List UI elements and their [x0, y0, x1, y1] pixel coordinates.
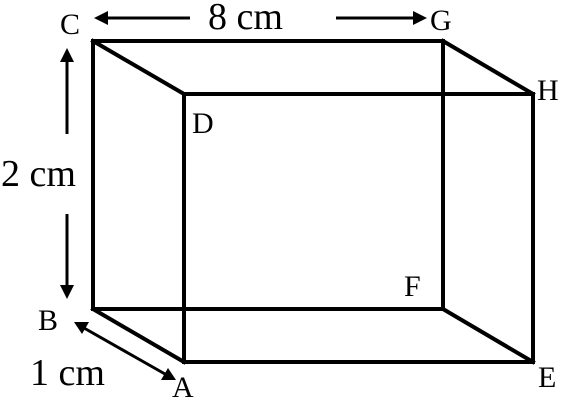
edge-cd [90, 38, 187, 97]
vertex-label-g: G [430, 4, 452, 37]
dimension-label-height: 2 cm [1, 153, 76, 195]
vertex-label-a: A [172, 371, 194, 400]
dimension-label-length: 8 cm [208, 0, 283, 38]
length-arrow-right-head [413, 11, 427, 25]
dimension-label-width: 1 cm [30, 352, 105, 394]
length-arrow-left-head [94, 11, 108, 25]
vertex-label-b: B [38, 304, 58, 337]
edge-gh [440, 38, 536, 97]
vertex-label-f: F [404, 270, 421, 303]
vertex-label-d: D [192, 107, 214, 140]
vertex-label-e: E [538, 361, 556, 394]
vertex-label-h: H [537, 74, 559, 107]
vertex-label-c: C [60, 8, 80, 41]
edge-fe [440, 306, 536, 365]
edge-ba [90, 306, 187, 365]
width-arrow-shaft [83, 326, 166, 376]
height-arrow-up-head [60, 48, 74, 62]
width-arrow-lower-head [161, 368, 176, 380]
width-arrow-upper-head [74, 322, 89, 334]
height-arrow-down-head [60, 285, 74, 299]
